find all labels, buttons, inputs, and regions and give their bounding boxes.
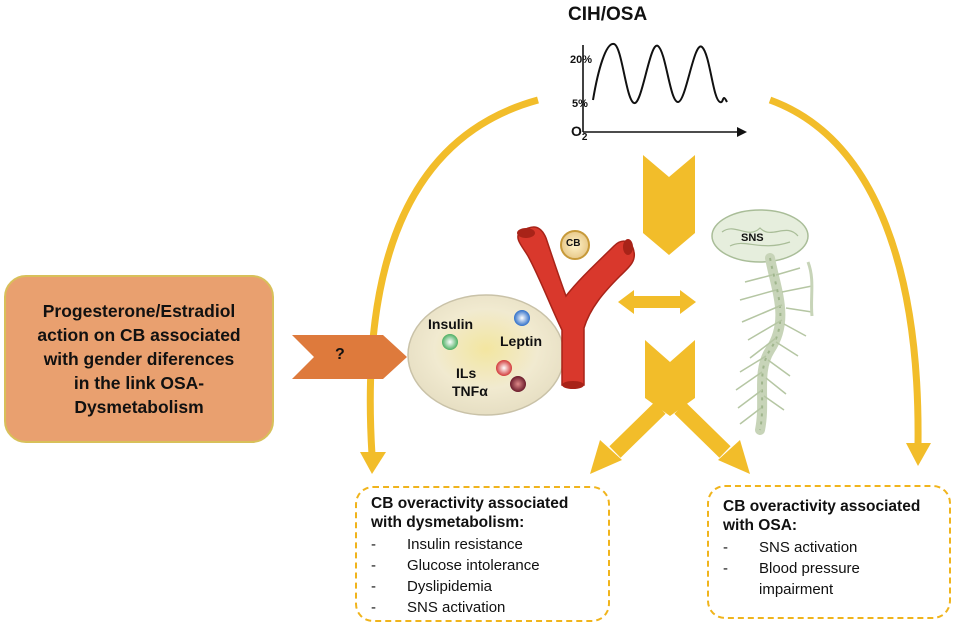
osa-heading-line2: with OSA: bbox=[723, 517, 798, 534]
o2-axis-label-main: O bbox=[571, 123, 582, 139]
dysmetabolism-item-3: Dyslipidemia bbox=[407, 578, 493, 595]
dysmetabolism-item-2: Glucose intolerance bbox=[407, 557, 540, 574]
carotid-body-circle bbox=[560, 230, 590, 260]
dysmetabolism-heading-line2: with dysmetabolism: bbox=[371, 514, 525, 531]
o2-oscillation-curve bbox=[592, 43, 728, 105]
center-down-chevron bbox=[643, 155, 695, 255]
list-item: impairment bbox=[723, 579, 941, 600]
progesterone-line-3: with gender diferences bbox=[43, 349, 235, 369]
osa-item-1: SNS activation bbox=[759, 539, 858, 556]
carotid-artery-icon bbox=[517, 226, 636, 389]
leptin-label: Leptin bbox=[500, 333, 542, 349]
dysmetabolism-heading-line1: CB overactivity associated bbox=[371, 495, 569, 512]
carotid-body-label: CB bbox=[566, 238, 581, 249]
cih-osa-title: CIH/OSA bbox=[568, 4, 648, 25]
progesterone-line-5: Dysmetabolism bbox=[74, 397, 204, 417]
o2-tick-20-percent: 20% bbox=[570, 54, 593, 66]
tnf-alpha-label: TNFα bbox=[452, 383, 488, 399]
list-item: -SNS activation bbox=[723, 539, 858, 556]
progesterone-line-2: action on CB associated bbox=[37, 325, 241, 345]
double-headed-arrow bbox=[618, 290, 696, 314]
list-item: -SNS activation bbox=[371, 599, 506, 616]
progesterone-line-4: in the link OSA- bbox=[73, 373, 205, 393]
dysmetabolism-item-4: SNS activation bbox=[407, 599, 506, 616]
leptin-blue-dot bbox=[514, 310, 530, 326]
osa-heading-line1: CB overactivity associated bbox=[723, 498, 921, 515]
dysmetabolism-list: -Insulin resistance -Glucose intolerance… bbox=[371, 534, 598, 618]
list-item: -Insulin resistance bbox=[371, 536, 523, 553]
dysmetabolism-box: CB overactivity associated with dysmetab… bbox=[355, 486, 610, 622]
split-down-arrow bbox=[590, 340, 750, 474]
osa-box: CB overactivity associated with OSA: -SN… bbox=[707, 485, 951, 619]
o2-axis-label-subscript: 2 bbox=[581, 131, 588, 143]
ils-label: ILs bbox=[456, 365, 477, 381]
o2-axis-label: O2 bbox=[571, 123, 587, 143]
sns-label: SNS bbox=[741, 232, 764, 244]
list-item: -Blood pressure bbox=[723, 560, 860, 577]
list-item: -Glucose intolerance bbox=[371, 557, 540, 574]
insulin-label: Insulin bbox=[428, 316, 474, 332]
list-item: -Dyslipidemia bbox=[371, 578, 493, 595]
question-chevron-arrow bbox=[292, 335, 407, 379]
o2-graph-x-axis-arrowhead bbox=[737, 127, 747, 137]
osa-item-3: impairment bbox=[759, 581, 834, 598]
dysmetabolism-item-1: Insulin resistance bbox=[407, 536, 523, 553]
osa-list: -SNS activation -Blood pressure impairme… bbox=[723, 537, 941, 600]
osa-item-2: Blood pressure bbox=[759, 560, 860, 577]
question-mark-label: ? bbox=[335, 346, 345, 363]
left-curved-arrow bbox=[360, 96, 539, 474]
progesterone-line-1: Progesterone/Estradiol bbox=[42, 301, 236, 321]
o2-graph bbox=[582, 43, 747, 137]
insulin-green-dot bbox=[442, 334, 458, 350]
progesterone-estradiol-box: Progesterone/Estradiol action on CB asso… bbox=[4, 275, 274, 443]
tnf-maroon-dot bbox=[510, 376, 526, 392]
ils-red-dot bbox=[496, 360, 512, 376]
right-curved-arrow bbox=[768, 96, 931, 466]
o2-tick-5-percent: 5% bbox=[572, 98, 588, 110]
sns-brain-spine-icon bbox=[711, 209, 814, 435]
